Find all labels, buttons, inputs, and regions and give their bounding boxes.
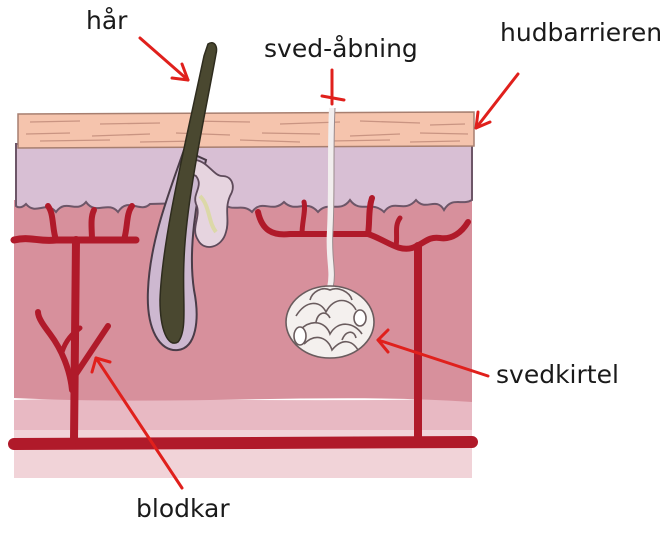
subcutis-band <box>14 398 472 430</box>
epidermis-layer <box>16 142 472 212</box>
hair-arrow <box>140 38 188 80</box>
label-skin-barrier: hudbarrieren <box>500 20 662 45</box>
stratum-corneum-layer <box>18 112 474 148</box>
dermis-layer <box>14 196 472 402</box>
label-hair: hår <box>86 8 127 33</box>
label-sweat-gland: svedkirtel <box>496 362 619 387</box>
label-sweat-opening: sved-åbning <box>264 36 418 61</box>
sweat-duct <box>330 108 332 288</box>
skin-barrier-arrow <box>476 74 518 128</box>
sweat-gland-coil <box>286 286 374 358</box>
label-blood-vessels: blodkar <box>136 496 230 521</box>
large-vessel <box>14 442 472 444</box>
